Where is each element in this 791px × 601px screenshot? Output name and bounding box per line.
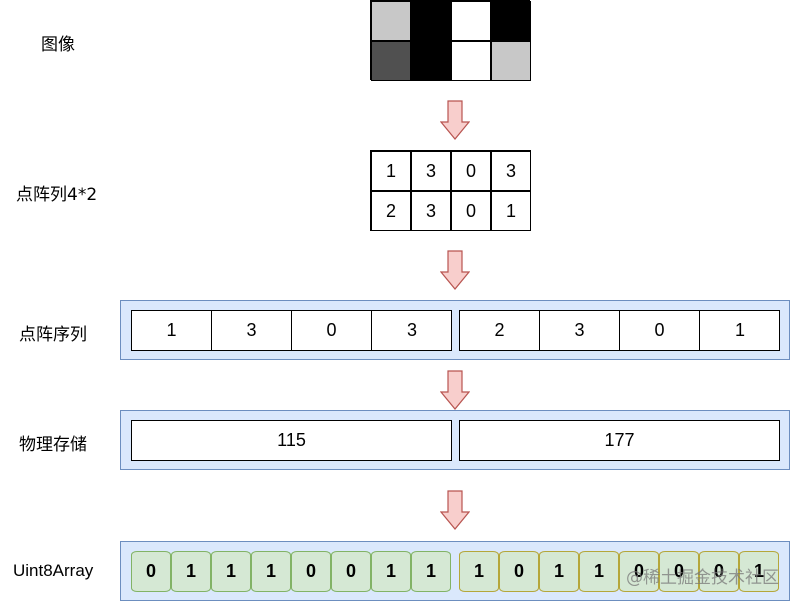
pixel-cell bbox=[411, 41, 451, 81]
sequence-cell: 2 bbox=[460, 311, 540, 350]
label-sequence: 点阵序列 bbox=[19, 325, 87, 345]
sequence-cell: 3 bbox=[212, 311, 292, 350]
pixel-cell bbox=[371, 41, 411, 81]
label-matrix: 点阵列4*2 bbox=[16, 185, 98, 205]
matrix-cell: 1 bbox=[491, 191, 531, 231]
label-image: 图像 bbox=[41, 35, 75, 55]
pixel-image bbox=[370, 0, 531, 81]
array-panel: 0 1 1 1 0 0 1 1 1 0 1 1 0 0 0 1 bbox=[120, 541, 790, 601]
sequence-cell: 3 bbox=[406, 320, 417, 340]
sequence-cell: 0 bbox=[620, 311, 700, 350]
bit-cell: 0 bbox=[699, 551, 739, 592]
bit-cell: 0 bbox=[291, 551, 331, 592]
label-array: Uint8Array bbox=[13, 561, 94, 580]
matrix-cell: 2 bbox=[371, 191, 411, 231]
down-arrow-icon bbox=[440, 100, 470, 140]
sequence-panel: 1 3 0 3 2 3 0 1 bbox=[120, 300, 790, 360]
storage-byte-1: 115 bbox=[131, 420, 452, 461]
storage-panel: 115 177 bbox=[120, 410, 790, 470]
sequence-group-2: 2 3 0 1 bbox=[459, 310, 780, 351]
bit-group-1: 0 1 1 1 0 0 1 1 bbox=[131, 551, 452, 592]
watermark: @稀土掘金技术社区 bbox=[626, 568, 779, 588]
bit-cell: 0 bbox=[659, 551, 699, 592]
bit-group-2: 1 0 1 1 0 0 0 1 bbox=[459, 551, 780, 592]
sequence-cell: 0 bbox=[292, 311, 372, 350]
matrix-cell: 1 bbox=[371, 151, 411, 191]
matrix-cell: 3 bbox=[491, 151, 531, 191]
bit-cell: 1 bbox=[739, 551, 779, 592]
pixel-cell bbox=[451, 41, 491, 81]
bit-cell: 1 bbox=[459, 551, 499, 592]
bit-cell: 1 bbox=[371, 551, 411, 592]
bit-cell: 0 bbox=[499, 551, 539, 592]
bit-cell: 0 bbox=[131, 551, 171, 592]
bit-cell: 0 bbox=[331, 551, 371, 592]
matrix-cell: 3 bbox=[411, 151, 451, 191]
down-arrow-icon bbox=[440, 250, 470, 290]
matrix-grid: 1 3 0 3 2 3 0 1 bbox=[370, 150, 531, 231]
sequence-group-1: 1 3 0 3 bbox=[131, 310, 452, 351]
bit-cell: 1 bbox=[251, 551, 291, 592]
bit-cell: 1 bbox=[539, 551, 579, 592]
sequence-cell: 3 bbox=[540, 311, 620, 350]
pixel-cell bbox=[491, 1, 531, 41]
bit-cell: 1 bbox=[171, 551, 211, 592]
bit-cell: 1 bbox=[579, 551, 619, 592]
down-arrow-icon bbox=[440, 490, 470, 530]
matrix-cell: 0 bbox=[451, 151, 491, 191]
bit-cell: 0 bbox=[619, 551, 659, 592]
bit-cell: 1 bbox=[211, 551, 251, 592]
pixel-cell bbox=[491, 41, 531, 81]
down-arrow-icon bbox=[440, 370, 470, 410]
sequence-cell: 1 bbox=[734, 320, 745, 340]
label-storage: 物理存储 bbox=[19, 435, 87, 455]
bit-cell: 1 bbox=[411, 551, 451, 592]
matrix-cell: 3 bbox=[411, 191, 451, 231]
matrix-cell: 0 bbox=[451, 191, 491, 231]
pixel-cell bbox=[371, 1, 411, 41]
pixel-cell bbox=[411, 1, 451, 41]
sequence-cell: 1 bbox=[132, 311, 212, 350]
pixel-cell bbox=[451, 1, 491, 41]
storage-byte-2: 177 bbox=[459, 420, 780, 461]
